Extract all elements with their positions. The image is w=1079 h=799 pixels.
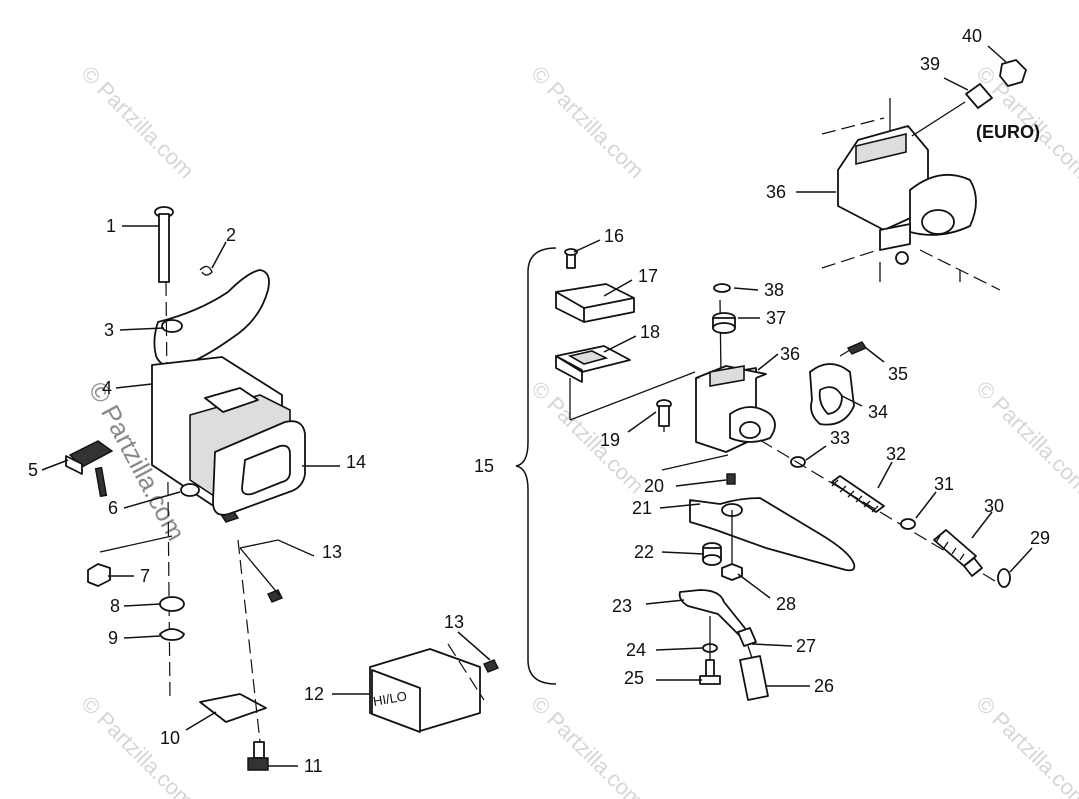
- assembly-bracket: [515, 247, 557, 685]
- screw-icon: [247, 741, 269, 771]
- callout-6: 6: [108, 498, 118, 518]
- screw-icon: [220, 511, 283, 603]
- callout-12: 12: [304, 684, 324, 704]
- brake-switch-icon: [737, 627, 757, 647]
- callout-27: 27: [796, 636, 816, 656]
- callout-11: 11: [304, 756, 323, 776]
- callout-15: 15: [474, 456, 494, 476]
- callout-9: 9: [108, 628, 118, 648]
- callout-37: 37: [766, 308, 786, 328]
- seal-washer-icon: [713, 283, 731, 293]
- callout-26: 26: [814, 676, 834, 696]
- callout-19: 19: [600, 430, 620, 450]
- watermark: © Partzilla.com: [76, 61, 199, 184]
- callout-5: 5: [28, 460, 38, 480]
- callout-13: 13: [322, 542, 342, 562]
- callout-24: 24: [626, 640, 646, 660]
- callout-25: 25: [624, 668, 644, 688]
- callout-21: 21: [632, 498, 652, 518]
- callout-22: 22: [634, 542, 654, 562]
- callout-3: 3: [104, 320, 114, 340]
- flat-washer-icon: [159, 596, 185, 612]
- watermark: © Partzilla.com: [526, 691, 649, 799]
- banjo-bolt-icon: [999, 59, 1027, 87]
- euro-master-cylinder-icon: [821, 59, 1027, 291]
- washer-icon: [900, 518, 916, 530]
- callout-30: 30: [984, 496, 1004, 516]
- callout-1: 1: [106, 216, 116, 236]
- cover-plate-icon: [199, 693, 267, 723]
- o-ring-icon: [997, 568, 1011, 588]
- screw-icon: [699, 659, 721, 685]
- callout-2: 2: [226, 225, 236, 245]
- pivot-pin-icon: [656, 399, 672, 432]
- callout-28: 28: [776, 594, 796, 614]
- spring-icon: [831, 475, 885, 513]
- watermark: © Partzilla.com: [971, 376, 1079, 499]
- screw-icon: [846, 341, 868, 355]
- callout-4: 4: [102, 378, 112, 398]
- bushing-icon: [712, 312, 736, 334]
- lock-nut-icon: [721, 563, 743, 581]
- callout-35: 35: [888, 364, 908, 384]
- callout-31: 31: [934, 474, 954, 494]
- callout-14: 14: [346, 452, 366, 472]
- callout-13: 13: [444, 612, 464, 632]
- callout-40: 40: [962, 26, 982, 46]
- watermark: © Partzilla.com: [526, 61, 649, 184]
- left-assembly: HI/LO: [65, 206, 499, 771]
- callout-32: 32: [886, 444, 906, 464]
- switch-label: HI/LO: [372, 688, 408, 709]
- screw-icon: [483, 659, 499, 673]
- right-assembly: [515, 59, 1027, 701]
- screw-icon: [564, 248, 578, 269]
- watermark: © Partzilla.com: [971, 691, 1079, 799]
- callout-33: 33: [830, 428, 850, 448]
- pin-icon: [726, 473, 736, 485]
- pivot-bolt-icon: [154, 206, 174, 283]
- watermark: © Partzilla.com: [526, 376, 649, 499]
- switch-bracket-icon: [678, 589, 749, 639]
- nut-icon: [87, 563, 111, 587]
- callout-17: 17: [638, 266, 658, 286]
- callout-38: 38: [764, 280, 784, 300]
- callout-29: 29: [1030, 528, 1050, 548]
- callout-8: 8: [110, 596, 120, 616]
- euro-label: (EURO): [976, 122, 1040, 142]
- hi-lo-switch-icon: HI/LO: [369, 648, 481, 733]
- throttle-lever-icon: [153, 269, 270, 368]
- piston-icon: [933, 529, 983, 577]
- callout-18: 18: [640, 322, 660, 342]
- wire-connector-icon: [739, 655, 769, 701]
- callout-39: 39: [920, 54, 940, 74]
- callout-20: 20: [644, 476, 664, 496]
- adjuster-screw-icon: [65, 440, 114, 498]
- clip-icon: [199, 265, 213, 276]
- callout-10: 10: [160, 728, 180, 748]
- e-clip-icon: [159, 628, 185, 641]
- leader-lines: [41, 45, 1033, 767]
- callout-23: 23: [612, 596, 632, 616]
- fitting-icon: [965, 83, 993, 109]
- reservoir-cover-icon: [555, 283, 635, 323]
- callout-7: 7: [140, 566, 150, 586]
- callout-36: 36: [766, 182, 786, 202]
- callout-labels: 1 2 3 4 5 6 7 8 9 10 11 12 13 13 14 15 1…: [28, 26, 1050, 776]
- callout-36: 36: [780, 344, 800, 364]
- washer-icon: [180, 483, 200, 497]
- callout-34: 34: [868, 402, 888, 422]
- callout-16: 16: [604, 226, 624, 246]
- lever-bushing-icon: [702, 542, 722, 566]
- watermark: © Partzilla.com: [76, 691, 199, 799]
